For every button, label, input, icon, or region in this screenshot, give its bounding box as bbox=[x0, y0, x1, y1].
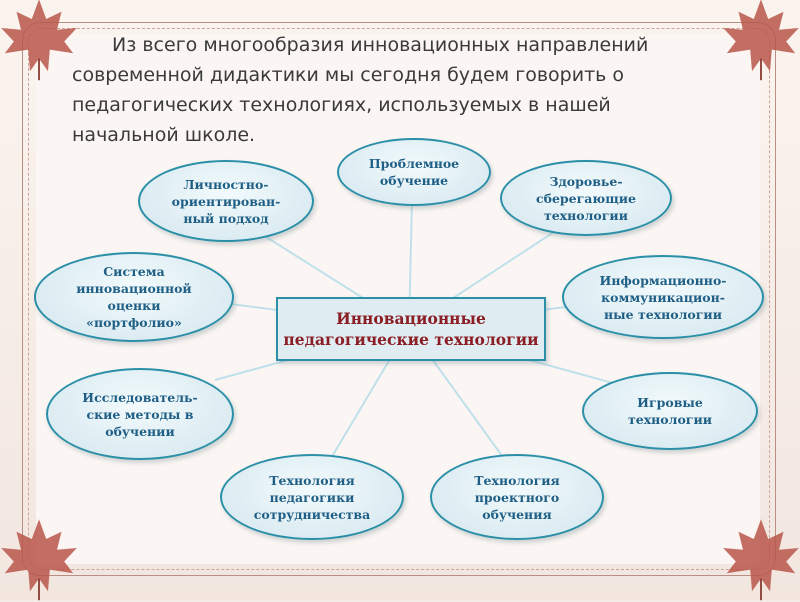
node-cooperation: Технология педагогики сотрудничества bbox=[220, 454, 404, 540]
node-project-learning: Технология проектного обучения bbox=[430, 454, 604, 540]
maple-leaf-icon bbox=[1, 519, 77, 601]
decorative-border bbox=[22, 22, 776, 576]
maple-leaf-icon bbox=[723, 0, 799, 81]
node-game-technology: Игровые технологии bbox=[582, 372, 758, 450]
center-node: Инновационные педагогические технологии bbox=[276, 297, 546, 361]
decorative-border-inner bbox=[28, 28, 770, 570]
node-research-methods: Исследователь- ские методы в обучении bbox=[46, 368, 234, 460]
node-problem-learning: Проблемное обучение bbox=[337, 138, 491, 206]
maple-leaf-icon bbox=[723, 519, 799, 601]
intro-text: Из всего многообразия инновационных напр… bbox=[72, 34, 649, 146]
node-health-saving: Здоровье- сберегающие технологии bbox=[500, 160, 672, 236]
node-person-oriented: Личностно- ориентирован- ный подход bbox=[138, 160, 314, 242]
maple-leaf-icon bbox=[1, 0, 77, 81]
node-ict: Информационно- коммуникацион- ные технол… bbox=[562, 255, 764, 339]
node-portfolio: Система инновационной оценки «портфолио» bbox=[34, 252, 234, 342]
